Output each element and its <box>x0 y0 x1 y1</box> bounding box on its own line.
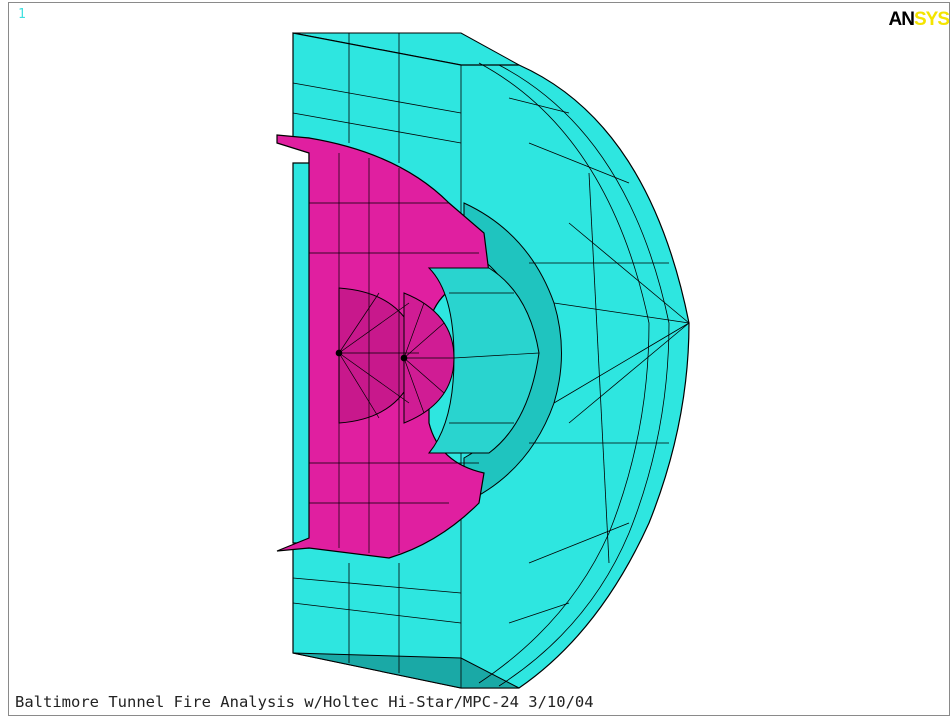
cavity-face <box>427 267 540 454</box>
graphics-viewport: 1 ANSYS <box>8 2 950 716</box>
window-number: 1 <box>18 7 26 22</box>
canister-mesh <box>309 153 479 553</box>
logo-text-yellow: SYS <box>913 9 949 30</box>
overpack-bottom-face <box>292 652 520 689</box>
overpack-mesh <box>292 33 690 688</box>
plot-caption: Baltimore Tunnel Fire Analysis w/Holtec … <box>15 693 594 711</box>
fea-mesh-model <box>276 32 690 689</box>
ansys-logo: ANSYS <box>889 9 949 31</box>
overpack-cavity <box>427 267 540 454</box>
logo-text-black: AN <box>888 9 915 30</box>
